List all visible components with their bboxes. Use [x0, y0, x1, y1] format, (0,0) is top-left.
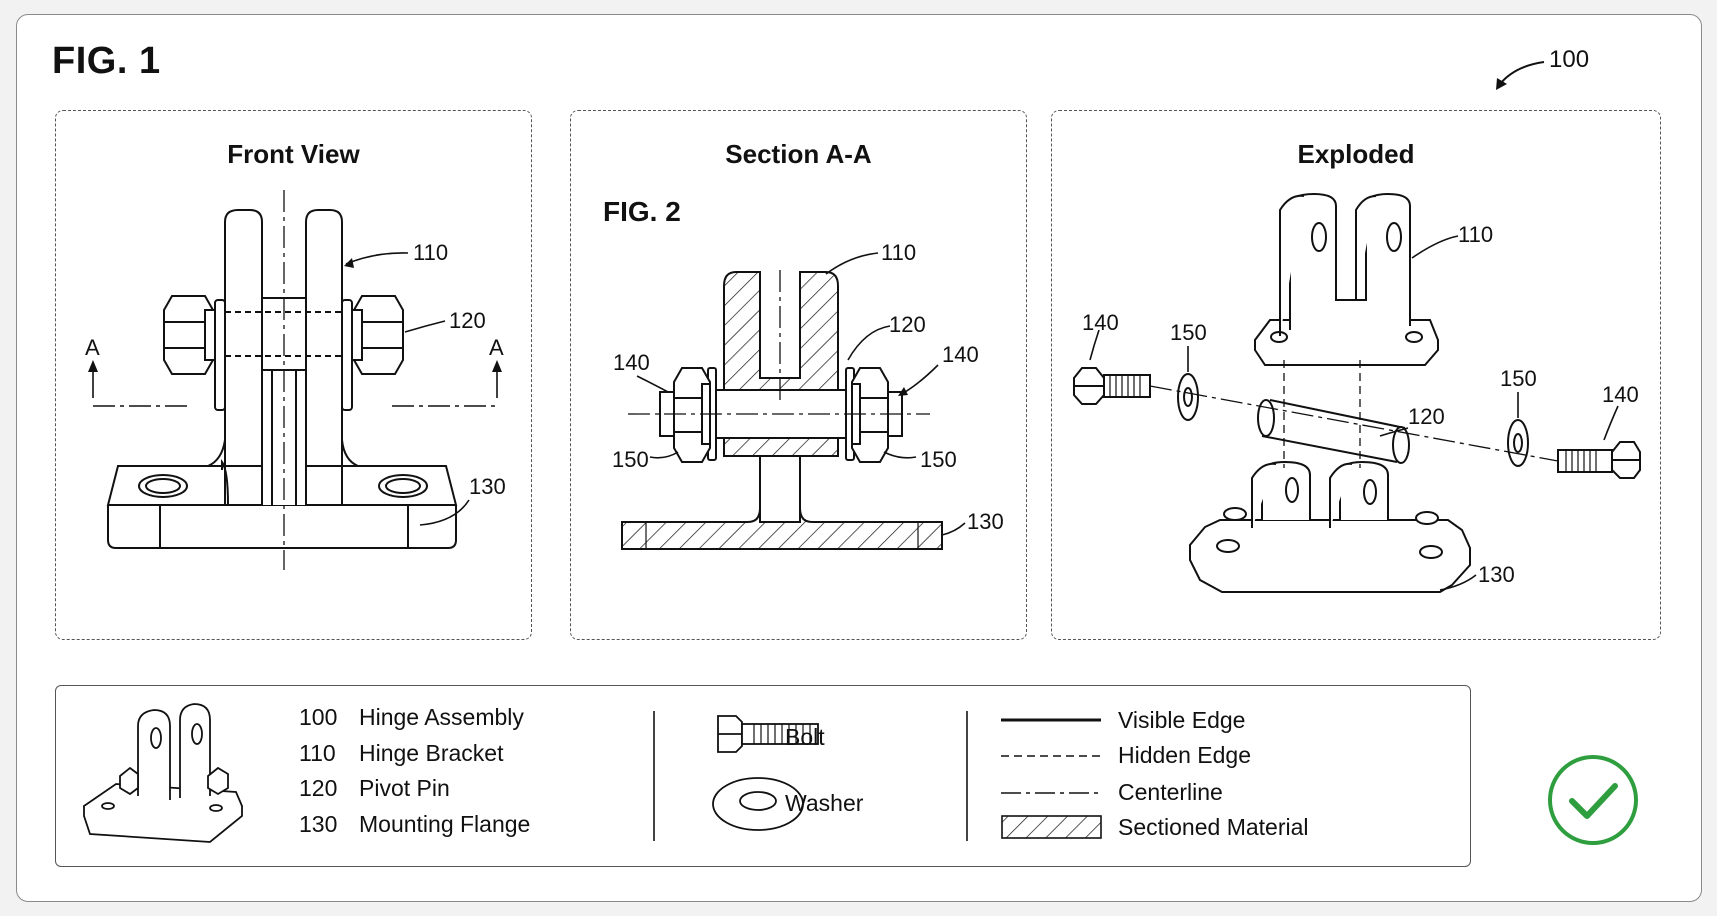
exploded-view-drawing: 110 140 150 120 150 140 130	[1073, 192, 1641, 593]
section-mark-right: A	[489, 335, 504, 360]
callout-150: 150	[1170, 320, 1207, 345]
line-type-swatches	[1001, 718, 1102, 839]
part-number: 130	[299, 811, 338, 837]
callout-150: 150	[612, 447, 649, 472]
callout-120: 120	[889, 312, 926, 337]
callout-110: 110	[881, 240, 916, 265]
callout-140: 140	[942, 342, 979, 367]
callout-140: 140	[1602, 382, 1639, 407]
subfigure-title: FIG. 2	[603, 196, 681, 227]
check-circle-icon	[1548, 755, 1638, 845]
callout-130: 130	[469, 474, 506, 499]
bolt-icon	[717, 715, 819, 753]
section-mark-left: A	[85, 335, 100, 360]
legend-washer-label: Washer	[785, 790, 864, 816]
part-name: Pivot Pin	[359, 775, 450, 801]
part-number: 120	[299, 775, 338, 801]
panel-section-a-a: Section A-A	[570, 110, 1027, 640]
callout-110: 110	[1458, 222, 1493, 247]
washer-icon	[712, 777, 804, 831]
legend-part-110: 110 Hinge Bracket	[299, 740, 503, 767]
section-view-drawing: 110 120 140 140 150 150 130	[612, 240, 1004, 550]
legend-divider	[653, 711, 655, 841]
part-name: Mounting Flange	[359, 811, 531, 837]
callout-140: 140	[1082, 310, 1119, 335]
part-name: Hinge Assembly	[359, 704, 524, 730]
panel-front-view: Front View	[55, 110, 532, 640]
callout-120: 120	[1408, 404, 1445, 429]
part-number: 100	[299, 704, 338, 730]
assembly-ref-label: 100	[1549, 46, 1590, 73]
legend-visible-edge: Visible Edge	[1118, 707, 1246, 733]
figure-title: FIG. 1	[52, 40, 161, 82]
assembly-thumbnail	[82, 703, 244, 843]
legend-part-100: 100 Hinge Assembly	[299, 704, 524, 731]
legend-bolt-label: Bolt	[785, 724, 825, 750]
part-name: Hinge Bracket	[359, 740, 504, 766]
panel-title: Exploded	[1297, 139, 1415, 169]
part-number: 110	[299, 740, 336, 766]
callout-130: 130	[1478, 562, 1515, 587]
front-view-drawing: A A 110 120 130	[85, 190, 506, 570]
callout-120: 120	[449, 308, 486, 333]
panel-exploded: Exploded	[1051, 110, 1661, 640]
callout-150: 150	[1500, 366, 1537, 391]
legend-centerline: Centerline	[1118, 779, 1223, 805]
callout-140: 140	[613, 350, 650, 375]
legend-divider	[966, 711, 968, 841]
panel-title: Front View	[227, 139, 360, 169]
legend-sectioned-material: Sectioned Material	[1118, 814, 1309, 840]
legend-part-120: 120 Pivot Pin	[299, 775, 450, 802]
assembly-ref-arrow	[1496, 61, 1545, 90]
legend-part-130: 130 Mounting Flange	[299, 811, 530, 838]
callout-150: 150	[920, 447, 957, 472]
legend-box: 100 Hinge Assembly 110 Hinge Bracket 120 Pi…	[55, 685, 1471, 867]
callout-130: 130	[967, 509, 1004, 534]
callout-110: 110	[413, 240, 448, 265]
legend-hidden-edge: Hidden Edge	[1118, 742, 1251, 768]
panel-title: Section A-A	[725, 139, 872, 169]
